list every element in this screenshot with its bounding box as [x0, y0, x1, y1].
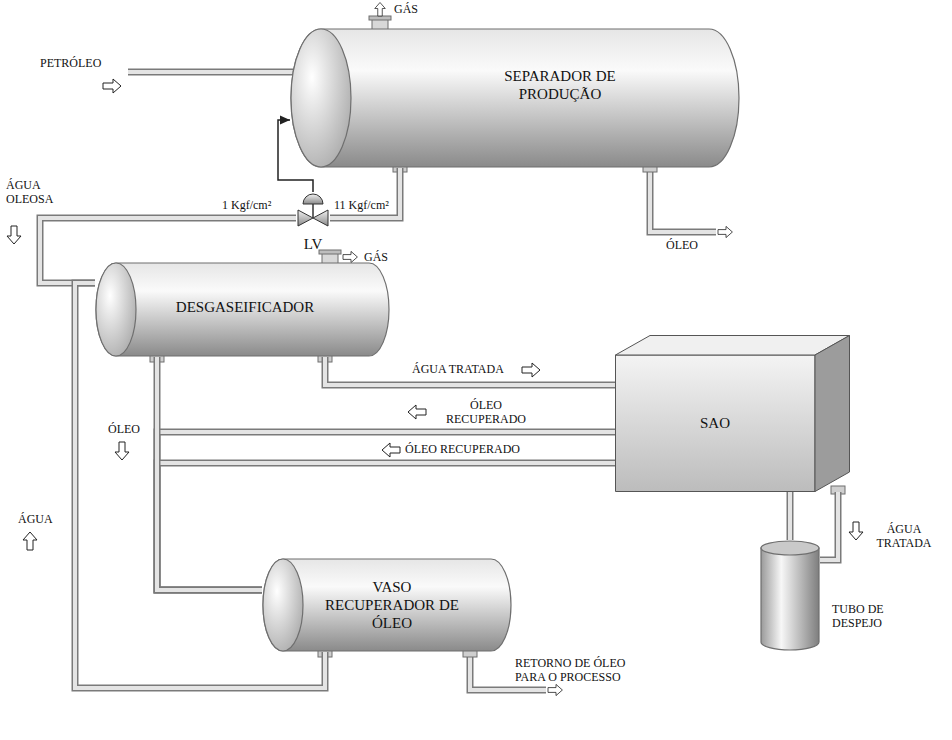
shape-outline: [760, 540, 820, 650]
pipe-connector: [157, 357, 262, 590]
level-valve: LV: [296, 192, 330, 254]
vessel-body: [291, 29, 739, 167]
flow-arrow: [548, 684, 562, 695]
oil-water-separator: SAO: [615, 335, 850, 492]
edge-label: 1 Kgf/cm²: [222, 198, 271, 212]
stream-label: PETRÓLEO: [40, 56, 101, 70]
edge-label: 11 Kgf/cm²: [334, 198, 389, 212]
stream-label: RETORNO DE ÓLEO PARA O PROCESSO: [515, 656, 650, 684]
edge-label: ÓLEO RECUPERADO: [430, 398, 542, 426]
pipe-core: [650, 168, 716, 232]
inlet-pipe: [128, 72, 305, 73]
flow-arrow: [849, 522, 863, 540]
flow-arrow: [718, 226, 732, 237]
edge-label: ÁGUA TRATADA: [868, 522, 940, 550]
node-label: SEPARADOR DE PRODUÇÃO: [470, 67, 650, 103]
flow-arrow: [103, 79, 121, 93]
shape-outline: [290, 28, 740, 168]
box-front: [616, 355, 816, 492]
pipe-wall: [650, 168, 716, 232]
stream-label: GÁS: [394, 2, 418, 16]
valve-stem: [312, 204, 314, 218]
arrowhead: [280, 116, 290, 125]
vessel-head: [263, 559, 303, 651]
degasser-vessel: DESGASEIFICADOR: [95, 262, 390, 357]
node-label: SAO: [655, 414, 775, 432]
flow-arrow: [375, 3, 386, 17]
stream-label: ÓLEO: [666, 238, 698, 252]
pipe-wall: [325, 357, 615, 385]
edge-label: ÓLEO: [108, 422, 140, 436]
edge-label: ÁGUA TRATADA: [412, 362, 504, 376]
pipe-wall: [128, 69, 305, 76]
flow-arrow: [343, 251, 357, 262]
flow-arrow: [382, 443, 400, 457]
vessel-head: [96, 263, 136, 356]
flow-arrow: [7, 226, 21, 244]
pipe-connector: [820, 492, 838, 560]
caisson-top: [761, 541, 819, 555]
gas-nozzle-flange: [369, 16, 391, 20]
node-label: VASO RECUPERADOR DE ÓLEO: [320, 578, 465, 632]
flow-arrow: [115, 442, 129, 460]
shape-outline: [615, 335, 850, 492]
pipe-core: [157, 357, 262, 590]
flow-arrow: [408, 405, 426, 419]
node-label: LV: [296, 235, 330, 253]
node-label: DESGASEIFICADOR: [145, 298, 345, 316]
oil-recovery-vessel: VASO RECUPERADOR DE ÓLEO: [262, 558, 512, 652]
pipe-wall: [820, 492, 838, 560]
stream-label: GÁS: [364, 250, 388, 264]
vessel-body: [263, 559, 511, 651]
pipe-core: [128, 70, 305, 74]
box-top: [616, 336, 850, 356]
pipe-wall: [157, 357, 262, 590]
box-side: [815, 336, 850, 492]
edge-label: ÓLEO RECUPERADO: [405, 442, 520, 456]
pipe-wall: [330, 168, 400, 218]
separator-vessel: SEPARADOR DE PRODUÇÃO: [290, 28, 740, 168]
disposal-caisson: TUBO DE DESPEJO: [760, 540, 820, 650]
pipe-connector: [330, 168, 400, 218]
vessel-body: [96, 263, 389, 356]
pipe-connector: [325, 357, 615, 385]
pipe-core: [330, 168, 400, 218]
pipe-core: [820, 492, 838, 560]
pipe-core: [325, 357, 615, 385]
vessel-head: [291, 29, 351, 167]
valve-actuator: [303, 194, 323, 204]
flow-arrow: [23, 532, 37, 550]
caisson-body: [761, 548, 819, 650]
oil-outlet-pipe: [650, 168, 716, 232]
edge-label: ÁGUA: [18, 512, 53, 526]
valve-body: [298, 210, 328, 226]
stream-label: ÁGUA OLEOSA: [6, 178, 68, 206]
node-label: TUBO DE DESPEJO: [832, 602, 917, 630]
flow-arrow: [522, 363, 540, 377]
